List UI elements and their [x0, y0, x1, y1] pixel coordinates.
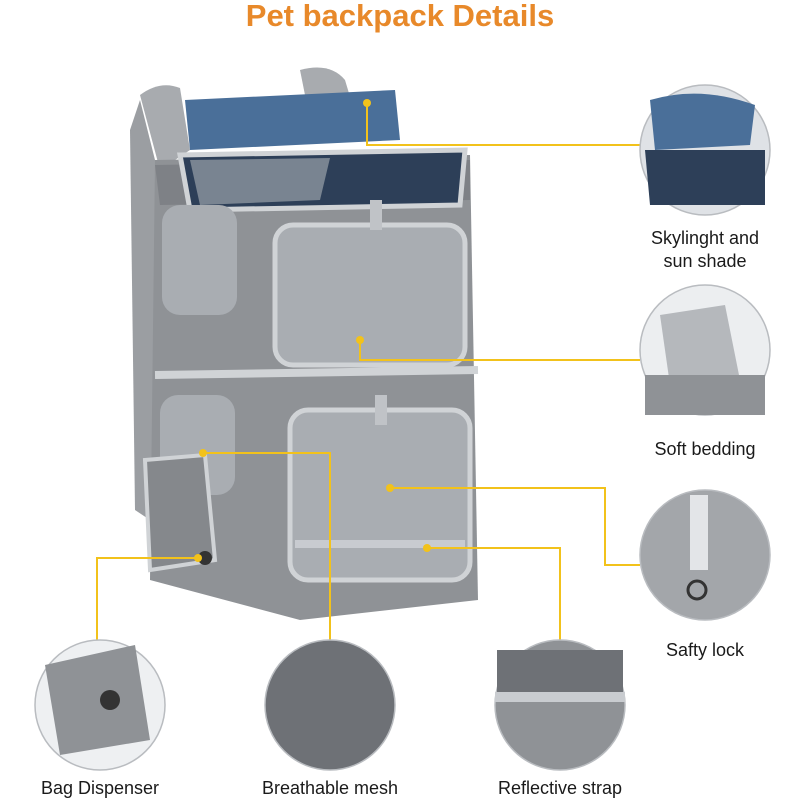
upper-mesh-window — [272, 222, 468, 368]
page-title: Pet backpack Details — [245, 0, 555, 33]
backpack — [130, 67, 479, 620]
detail-bag-dispenser — [34, 639, 166, 771]
safety-lock-label: Safty lock — [665, 640, 745, 660]
detail-safety-lock — [639, 489, 771, 621]
detail-breathable-mesh — [264, 639, 396, 771]
bag-dispenser-hole — [198, 551, 212, 565]
skylight-label-line2: sun shade — [663, 251, 747, 271]
reflective-strip — [295, 540, 465, 548]
skylight-label: Skylinght and sun shade — [630, 227, 780, 273]
reflective-strap-label: Reflective strap — [497, 778, 623, 798]
detail-skylight — [639, 84, 771, 216]
detail-reflective-strap — [494, 639, 626, 771]
sun-shade-roll — [185, 90, 400, 150]
divider-trim — [154, 366, 479, 379]
zipper-pull — [375, 395, 387, 425]
soft-bedding-label: Soft bedding — [654, 439, 756, 459]
lower-mesh-window — [287, 407, 473, 583]
side-pocket — [142, 452, 218, 573]
bag-dispenser-label: Bag Dispenser — [40, 778, 160, 798]
detail-soft-bedding — [639, 284, 771, 416]
left-shoulder-strap — [140, 85, 190, 170]
leader-lines — [96, 103, 640, 640]
breathable-mesh-label: Breathable mesh — [261, 778, 399, 798]
zipper-pull — [370, 200, 382, 230]
leader-dots — [194, 99, 431, 562]
skylight-label-line1: Skylinght and — [650, 228, 760, 248]
side-mesh-upper — [162, 205, 237, 315]
